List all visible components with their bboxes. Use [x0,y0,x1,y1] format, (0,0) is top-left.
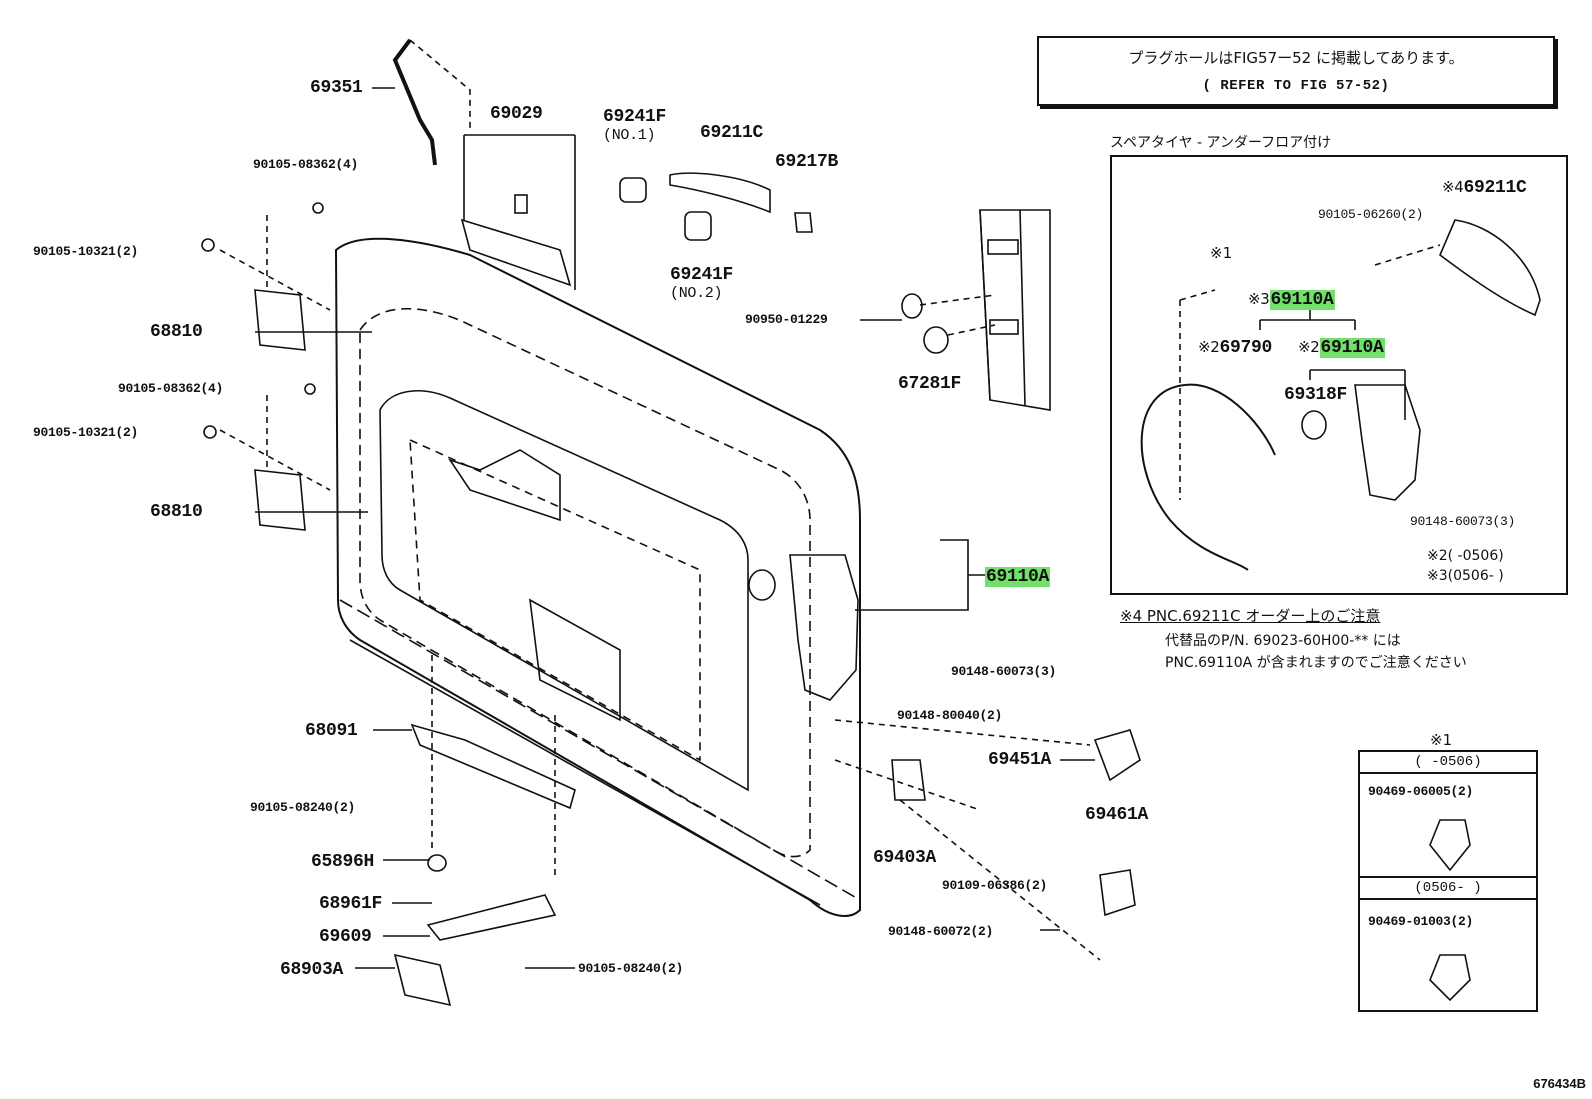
note-line-2: ( REFER TO FIG 57-52) [1202,78,1390,94]
pad-69241f-1 [619,177,647,203]
part-label[interactable]: 90105-08362(4) [118,381,224,396]
inset-mark: ※1 [1210,244,1233,262]
part-label[interactable]: 69609 [319,927,372,947]
reference-note-box: プラグホールはFIG57ー52 に掲載してあります。 ( REFER TO FI… [1037,36,1555,106]
part-label[interactable]: 90148-60073(3) [951,664,1057,679]
inset-part-label[interactable]: 90148-60073(3) [1410,514,1516,529]
bracket-68091 [410,723,576,810]
part-label[interactable]: 68961F [319,894,383,914]
part-label[interactable]: 90148-60072(2) [888,924,994,939]
note4-line-2: PNC.69110A が含まれますのでご注意ください [1165,655,1467,671]
part-label[interactable]: 90105-08362(4) [253,157,359,172]
inset-title: スペアタイヤ - アンダーフロア付け [1110,135,1332,151]
pad-69241f-2 [684,211,712,241]
part-label[interactable]: 69217B [775,152,839,172]
inset-lock [1354,384,1421,501]
inset-mark: ※2 [1298,338,1320,356]
part-label[interactable]: 69241F [603,107,667,127]
stopper-65896h [427,854,447,872]
cushion-67281f [923,326,949,354]
part-label[interactable]: 65896H [311,852,375,872]
hinge-68810-lower [254,469,306,531]
inset-label-69110a-top-group: ※369110A [1248,289,1335,310]
note4-head: ※4 PNC.69211C オーダー上のご注意 [1120,607,1381,625]
inset-mark: ※3 [1248,290,1270,308]
inset-mark: ※4 [1442,178,1464,196]
part-label[interactable]: 90105-10321(2) [33,244,139,259]
clip-69217b [794,212,813,233]
part-sub-label: (NO.2) [670,285,723,302]
part-label[interactable]: 90950-01229 [745,312,828,327]
inset-label-69790-group: ※269790 [1198,337,1272,358]
clip-icon-06005 [1429,819,1471,872]
part-label[interactable]: 90105-08240(2) [250,800,356,815]
bracket-69029 [460,218,572,287]
part-label[interactable]: 69451A [988,750,1052,770]
part-label[interactable]: 90148-80040(2) [897,708,1003,723]
part-label[interactable]: 69110A [985,567,1051,587]
inset-part-label[interactable]: 69110A [1319,338,1385,358]
clip-table-mark: ※1 [1430,731,1453,749]
clip-range-1: ( -0506) [1360,752,1536,774]
part-label[interactable]: 69211C [700,123,764,143]
part-label[interactable]: 68091 [305,721,358,741]
inset-panel [1110,155,1568,595]
part-sub-label: (NO.1) [603,127,656,144]
inset-part-label[interactable]: 69211C [1463,178,1527,198]
inset-part-label[interactable]: 69318F [1284,385,1348,405]
clip-icon-01003 [1429,954,1471,1002]
door-outline [334,237,861,917]
stopper-69403a [891,759,926,801]
clip-range-2: (0506- ) [1360,876,1536,900]
part-label[interactable]: 90105-10321(2) [33,425,139,440]
inset-range: ※3(0506- ) [1427,568,1504,584]
part-label[interactable]: 69241F [670,265,734,285]
striker-69451a [1093,729,1141,782]
inset-mark: ※2 [1198,338,1220,356]
inset-part-label[interactable]: 69790 [1219,338,1273,358]
part-label[interactable]: 90109-06386(2) [942,878,1048,893]
part-label[interactable]: 68810 [150,502,203,522]
part-label[interactable]: 90105-08240(2) [578,961,684,976]
link-69609 [426,894,557,941]
inset-part-label[interactable]: 69110A [1269,290,1335,310]
inset-range: ※2( -0506) [1427,548,1504,564]
door-inner-outline [359,307,811,858]
part-label[interactable]: 69403A [873,848,937,868]
striker-69461a [1099,869,1136,917]
inset-cable [1140,384,1249,571]
plug-90950 [901,293,923,319]
part-label[interactable]: 69461A [1085,805,1149,825]
part-label[interactable]: 68903A [280,960,344,980]
part-label[interactable]: 68810 [150,322,203,342]
note-line-1: プラグホールはFIG57ー52 に掲載してあります。 [1128,49,1464,67]
figure-id: 676434B [1533,1076,1586,1091]
bracket-68903a [393,953,452,1007]
inset-part-label[interactable]: 90105-06260(2) [1318,207,1424,222]
handle-69211c [669,172,771,214]
lock-69110a [789,554,859,701]
part-label[interactable]: 69029 [490,104,543,124]
clip-part-label[interactable]: 90469-01003(2) [1368,914,1474,929]
inset-label-69211c-group: ※469211C [1442,177,1527,198]
inset-label-69110a-mid-group: ※269110A [1298,337,1385,358]
part-label[interactable]: 69351 [310,78,363,98]
clip-part-label[interactable]: 90469-06005(2) [1368,784,1474,799]
hinge-68810-upper [254,289,306,351]
rod-69351 [392,38,437,166]
part-label[interactable]: 67281F [898,374,962,394]
note4-line-1: 代替品のP/N. 69023-60H00-** には [1165,633,1401,649]
inset-handle [1439,219,1541,317]
part-label-69110a: 69110A [985,567,1051,587]
clip-table: ( -0506) 90469-06005(2) (0506- ) 90469-0… [1358,750,1538,1012]
